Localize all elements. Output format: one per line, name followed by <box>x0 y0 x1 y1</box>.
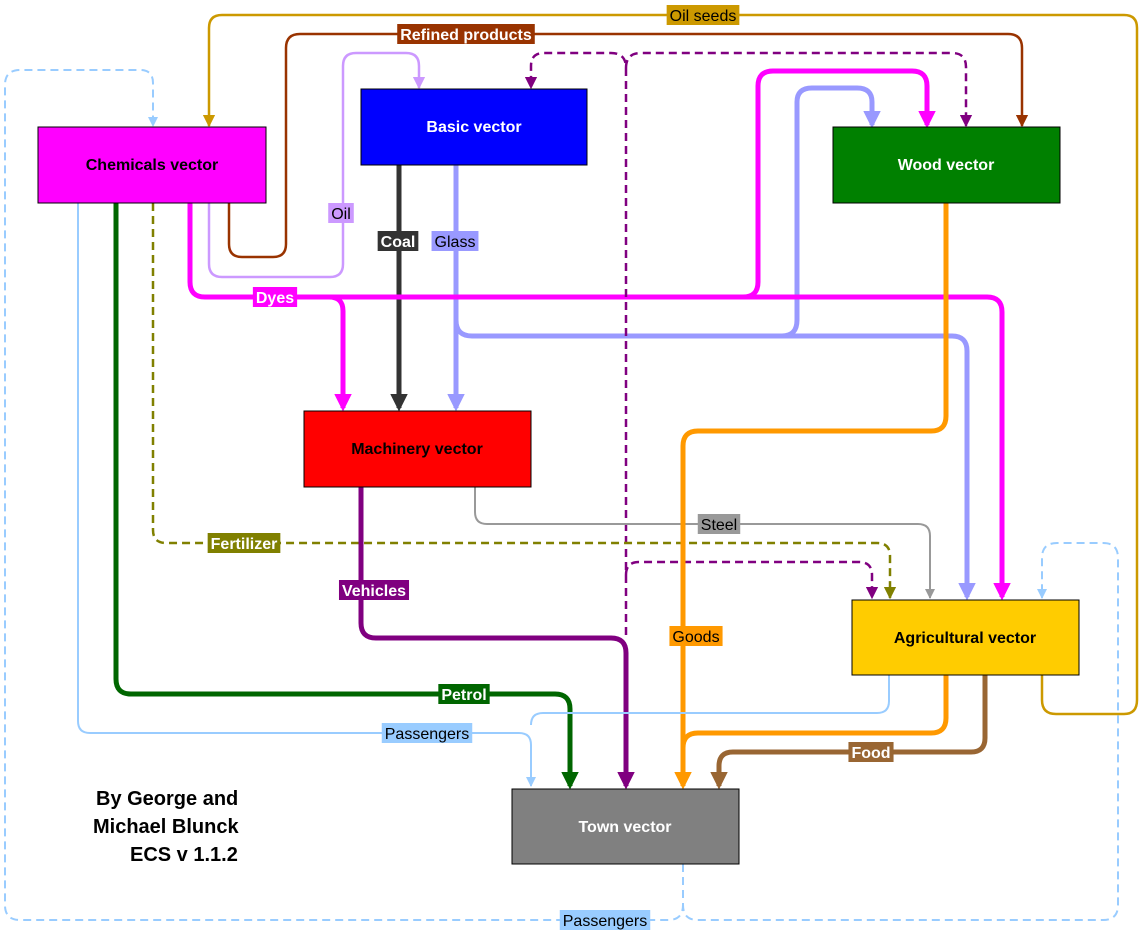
label-petrol: Petrol <box>438 684 490 704</box>
credit-block: By George and Michael Blunck ECS v 1.1.2 <box>93 788 239 866</box>
node-machinery-label: Machinery vector <box>351 441 483 458</box>
edge-passengers-loop-left <box>4 69 684 921</box>
node-wood: Wood vector <box>832 126 1061 204</box>
edge-goods <box>674 203 949 790</box>
edge-oil-seeds <box>202 13 1139 716</box>
edge-vehicles <box>358 487 635 790</box>
svg-text:Oil seeds: Oil seeds <box>670 8 737 25</box>
node-machinery: Machinery vector <box>303 410 532 488</box>
svg-text:Dyes: Dyes <box>256 290 294 307</box>
label-dyes: Dyes <box>252 287 298 307</box>
label-fertilizer: Fertilizer <box>207 533 281 553</box>
svg-text:Passengers: Passengers <box>385 726 470 743</box>
node-town: Town vector <box>511 788 740 865</box>
label-coal: Coal <box>377 231 419 251</box>
edge-goods-agri <box>680 675 949 749</box>
edge-dyes-agri <box>743 294 1011 601</box>
edge-purple-dashed-wood <box>624 51 973 128</box>
node-basic-label: Basic vector <box>426 119 521 136</box>
edge-purple-dashed-agri <box>624 560 879 600</box>
svg-text:Goods: Goods <box>672 629 719 646</box>
credit-line-2: Michael Blunck <box>93 816 239 838</box>
node-agricultural: Agricultural vector <box>851 599 1080 676</box>
svg-text:Vehicles: Vehicles <box>342 583 406 600</box>
svg-text:Coal: Coal <box>381 234 416 251</box>
edge-glass-agri <box>782 333 976 601</box>
label-passengers: Passengers <box>381 723 473 743</box>
node-town-label: Town vector <box>578 819 671 836</box>
edge-oil <box>207 51 426 279</box>
svg-text:Fertilizer: Fertilizer <box>211 536 278 553</box>
edge-dyes-wood <box>329 68 936 300</box>
node-basic: Basic vector <box>360 88 588 166</box>
label-refined-products: Refined products <box>397 24 535 44</box>
edge-passengers-loop-right <box>682 542 1119 921</box>
edge-refined-products <box>227 32 1029 259</box>
node-chemicals-label: Chemicals vector <box>86 157 219 174</box>
svg-text:Petrol: Petrol <box>441 687 486 704</box>
label-goods: Goods <box>669 626 723 646</box>
node-wood-label: Wood vector <box>898 157 995 174</box>
svg-text:Oil: Oil <box>331 206 351 223</box>
label-oil-seeds: Oil seeds <box>666 5 740 25</box>
label-food: Food <box>848 742 894 762</box>
edge-petrol <box>113 203 579 790</box>
edge-passengers <box>77 203 536 787</box>
edge-fertilizer <box>151 203 897 600</box>
svg-text:Steel: Steel <box>701 517 737 534</box>
node-agricultural-label: Agricultural vector <box>894 630 1036 647</box>
edge-glass-wood <box>453 85 881 339</box>
label-glass: Glass <box>431 231 479 251</box>
edge-purple-dashed-top <box>524 51 628 635</box>
svg-text:Passengers: Passengers <box>563 913 648 930</box>
label-passengers-loop: Passengers <box>559 910 651 930</box>
label-steel: Steel <box>697 514 741 534</box>
label-oil: Oil <box>328 203 354 223</box>
svg-text:Glass: Glass <box>435 234 476 251</box>
svg-text:Refined products: Refined products <box>400 27 532 44</box>
credit-line-1: By George and <box>96 788 238 810</box>
edge-passengers-agri <box>530 675 890 726</box>
svg-text:Food: Food <box>851 745 890 762</box>
node-chemicals: Chemicals vector <box>37 126 267 204</box>
label-vehicles: Vehicles <box>338 580 410 600</box>
credit-line-3: ECS v 1.1.2 <box>130 844 238 866</box>
